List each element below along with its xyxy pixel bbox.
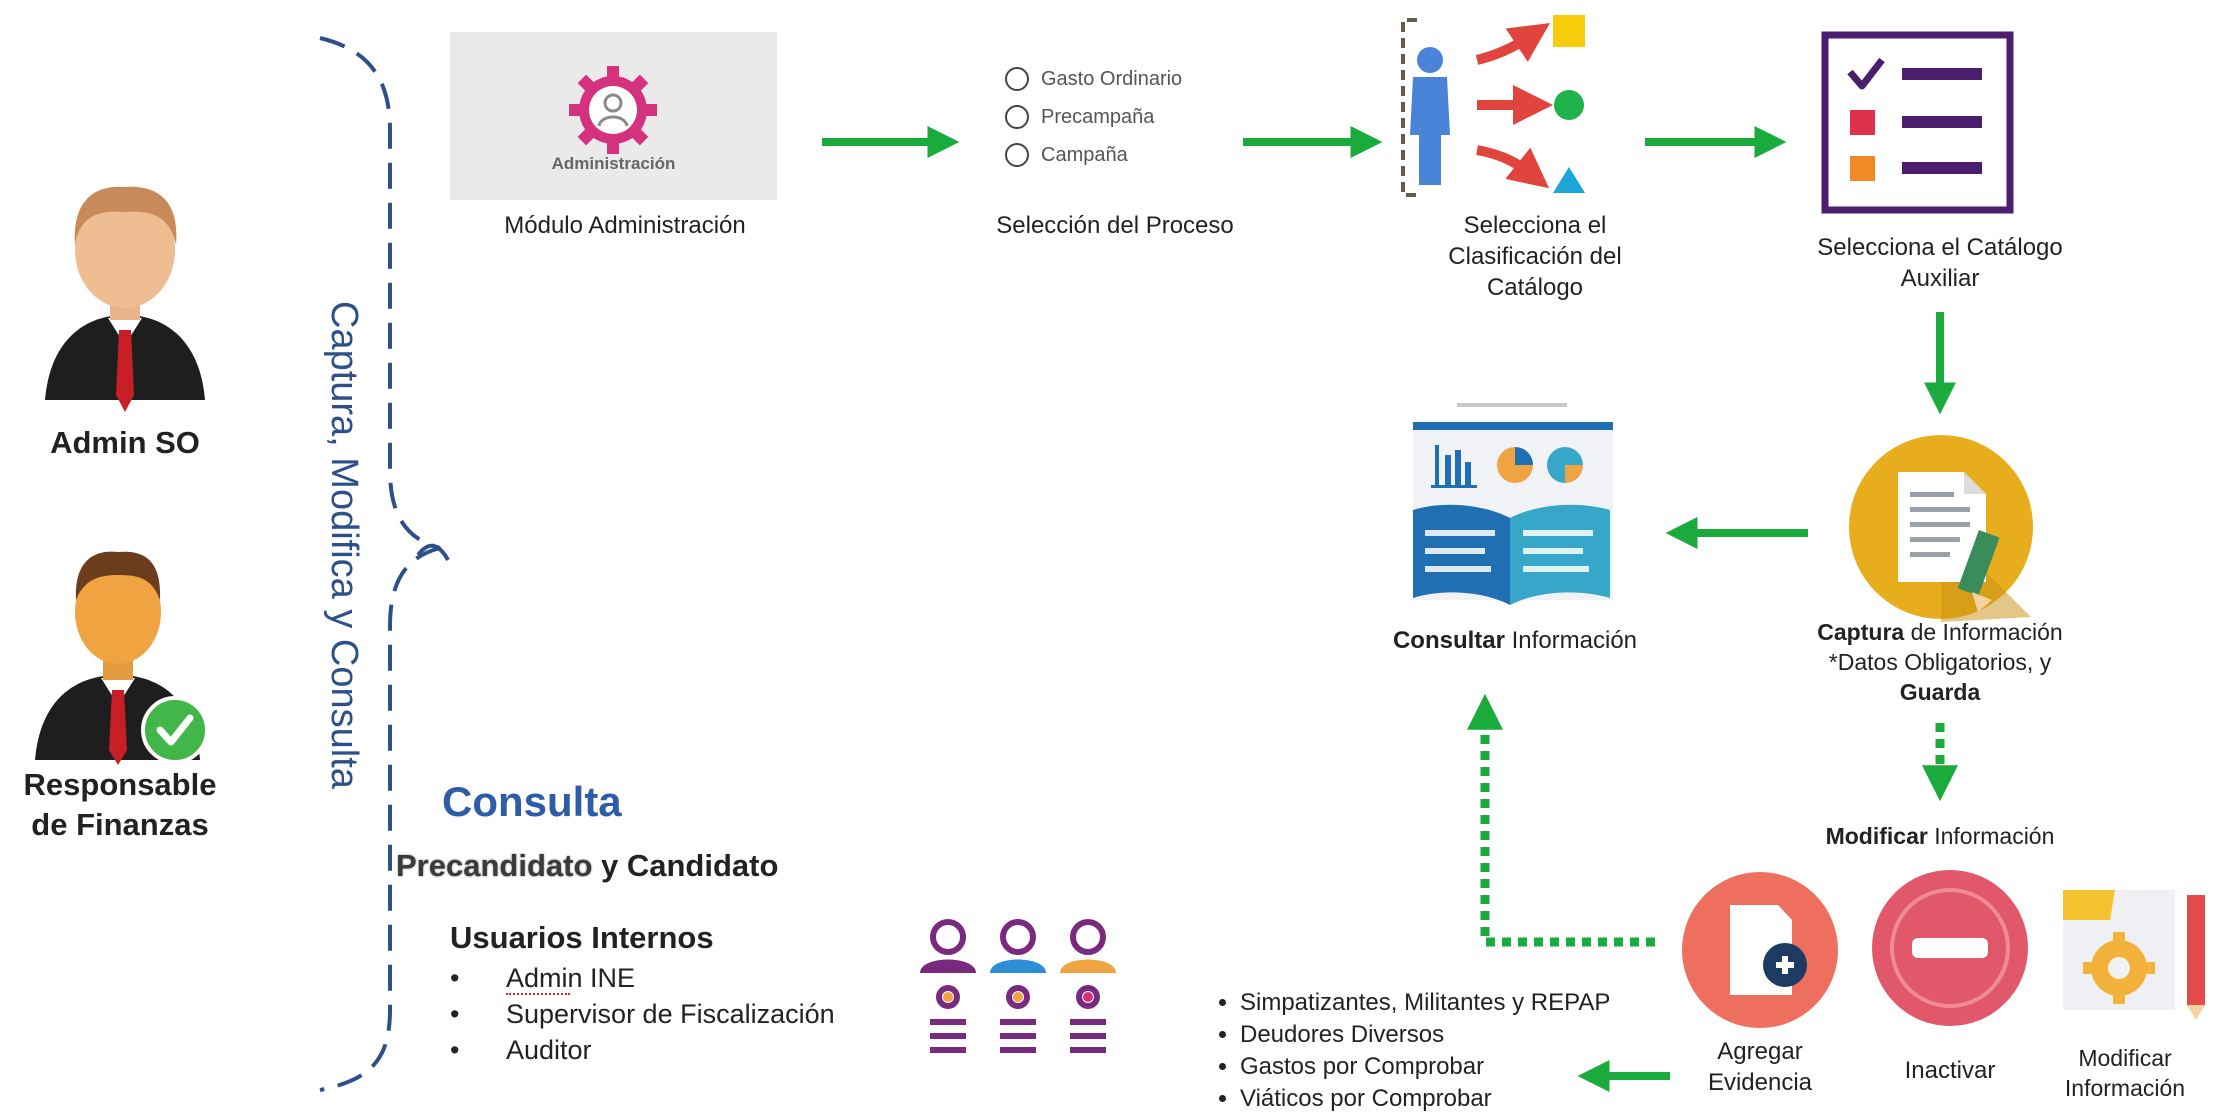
admin-so-label: Admin SO [50, 425, 200, 460]
usuarios-internos-title: Usuarios Internos [450, 920, 714, 955]
list-item: •Auditor [450, 1035, 592, 1065]
y-candidato-text: y Candidato [592, 848, 779, 883]
consultar-text: Información [1504, 627, 1638, 654]
responsable-label-line2: de Finanzas [31, 807, 209, 843]
catalogo-aux-caption-line2: Auxiliar [1900, 265, 1980, 293]
modificar-info-line1: Modificar [2078, 1045, 2172, 1071]
modulo-box-label: Administración [551, 154, 676, 173]
bracket-tip-icon [416, 543, 450, 562]
admin-so-avatar-icon [45, 186, 205, 412]
clasificacion-caption-line2: Clasificación del [1448, 243, 1622, 271]
list-item: •Supervisor de Fiscalización [450, 999, 835, 1029]
modulo-administracion-box[interactable]: Administración [450, 32, 777, 200]
list-item: Gastos por Comprobar [1240, 1051, 1610, 1083]
curly-bracket [319, 36, 441, 1092]
checklist-icon [1821, 31, 2014, 214]
list-item: •Admin INE [450, 963, 636, 993]
catalogo-aux-caption: Selecciona el Catálogo Auxiliar [1790, 232, 2090, 294]
modificar-caption: Modificar Información [1780, 822, 2100, 852]
list-item: Viáticos por Comprobar [1240, 1083, 1610, 1115]
modificar-bold: Modificar [1825, 823, 1928, 849]
modulo-caption: Módulo Administración [504, 212, 746, 239]
proceso-caption: Selección del Proceso [996, 212, 1234, 239]
proceso-options: Gasto Ordinario Precampaña Campaña [1005, 60, 1245, 174]
captura-text: de Información [1904, 619, 2063, 645]
classification-icon [1401, 15, 1585, 197]
gear-user-icon [569, 66, 657, 154]
radio-circle-icon [1005, 105, 1029, 129]
radio-label: Gasto Ordinario [1041, 67, 1183, 90]
list-item: Simpatizantes, Militantes y REPAP [1240, 987, 1610, 1019]
internal-users-icon [920, 919, 1116, 1053]
bracket-label: Captura, Modifica y Consulta [323, 301, 365, 789]
usuario-admin-ine: Admin INE [506, 963, 636, 993]
consultar-bold: Consultar [1392, 627, 1505, 654]
usuario-supervisor: Supervisor de Fiscalización [506, 999, 835, 1029]
clasificacion-caption: Selecciona el Clasificación del Catálogo [1385, 210, 1685, 304]
clasificacion-caption-line3: Catálogo [1486, 274, 1584, 302]
agregar-line2: Evidencia [1707, 1069, 1813, 1097]
agregar-line1: Agregar [1717, 1038, 1803, 1065]
minus-circle-icon[interactable] [1870, 868, 2030, 1028]
captura-line1: Captura de Información [1765, 618, 2115, 648]
settings-document-icon[interactable] [2055, 880, 2215, 1020]
consultar-caption: Consultar Información [1360, 625, 1670, 656]
radio-label: Campaña [1041, 143, 1128, 166]
radio-circle-icon [1005, 67, 1029, 91]
radio-label: Precampaña [1041, 105, 1155, 128]
modificar-info-caption: Modificar Información [2030, 1044, 2217, 1104]
responsable-label-line1: Responsable [23, 767, 217, 802]
radio-precampana[interactable]: Precampaña [1005, 98, 1245, 136]
radio-campana[interactable]: Campaña [1005, 136, 1245, 174]
dashboard-book-icon[interactable] [1405, 400, 1620, 620]
captura-line2: *Datos Obligatorios, y [1828, 648, 2052, 675]
catalogo-aux-caption-line1: Selecciona el Catálogo [1817, 234, 2063, 261]
precandidato-text: Precandidato [396, 848, 593, 883]
modificar-text: Información [1927, 823, 2055, 849]
spellcheck-underline [506, 993, 570, 995]
usuarios-internos-list: •Admin INE •Supervisor de Fiscalización … [450, 960, 835, 1068]
usuario-auditor: Auditor [506, 1035, 592, 1065]
guarda-bold: Guarda [1899, 678, 1981, 705]
clasificacion-caption-line1: Selecciona el [1463, 212, 1607, 239]
evidencia-list: Simpatizantes, Militantes y REPAP Deudor… [1218, 987, 1610, 1115]
responsable-avatar-icon [35, 551, 209, 765]
add-evidence-icon[interactable] [1680, 870, 1840, 1030]
agregar-caption: Agregar Evidencia [1660, 1036, 1860, 1098]
responsable-label: Responsable de Finanzas [0, 765, 240, 846]
captura-line3: Guarda [1765, 678, 2115, 708]
captura-caption: Captura de Información *Datos Obligatori… [1765, 618, 2115, 708]
document-pencil-icon[interactable] [1846, 432, 2036, 622]
captura-bold: Captura [1817, 619, 1905, 645]
modificar-info-line2: Información [2064, 1074, 2186, 1101]
radio-circle-icon [1005, 143, 1029, 167]
dotted-arrow-agregar-to-consultar [1467, 693, 1655, 947]
radio-gasto-ordinario[interactable]: Gasto Ordinario [1005, 60, 1245, 98]
inactivar-caption: Inactivar [1904, 1057, 1996, 1084]
consulta-title: Consulta [442, 778, 622, 825]
list-item: Deudores Diversos [1240, 1019, 1610, 1051]
precandidato-line: Precandidato y Candidato [396, 848, 778, 884]
